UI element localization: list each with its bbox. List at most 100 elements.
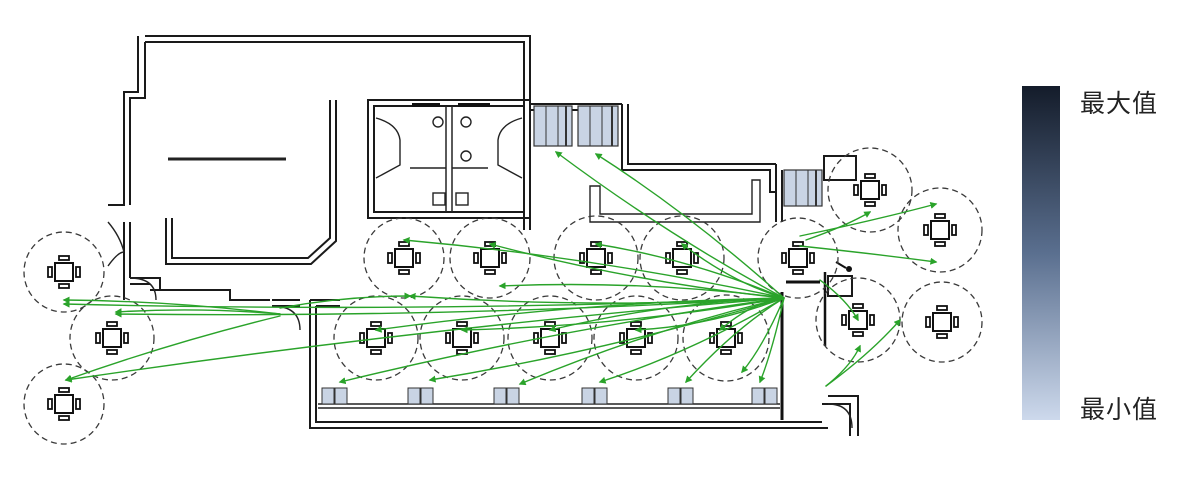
heat-circle: [901, 281, 983, 363]
booth-4: [581, 387, 608, 405]
stair-block-2: [577, 105, 619, 147]
movement-path: [554, 151, 785, 299]
chair: [106, 349, 118, 355]
legend-gradient-bar: [1022, 86, 1060, 420]
table-top: [480, 248, 500, 268]
chair: [58, 387, 70, 393]
chair: [47, 398, 53, 410]
chair: [58, 283, 70, 289]
movement-path: [338, 297, 785, 385]
table-top: [452, 328, 472, 348]
movement-path: [799, 245, 938, 265]
chair: [456, 321, 468, 327]
table-t-row1-4: [639, 215, 725, 301]
movement-path: [114, 308, 281, 316]
movement-path: [408, 292, 785, 304]
movement-path: [758, 297, 785, 384]
booth-2: [407, 387, 434, 405]
booth-3: [493, 387, 520, 405]
chair: [869, 314, 875, 326]
table-top: [716, 328, 736, 348]
movement-path: [279, 292, 412, 309]
chair: [693, 252, 699, 264]
chair: [720, 349, 732, 355]
stair-block-1: [533, 105, 573, 147]
movement-path: [799, 202, 938, 237]
movement-path: [594, 153, 785, 299]
chair: [473, 252, 479, 264]
chair: [619, 332, 625, 344]
movement-path: [685, 297, 785, 384]
movement-path: [825, 344, 861, 387]
chair: [630, 349, 642, 355]
movement-path: [805, 211, 872, 241]
legend-max-label: 最大值: [1080, 89, 1159, 118]
heat-circle: [682, 294, 770, 382]
chair: [934, 241, 946, 247]
chair: [58, 415, 70, 421]
movement-path: [741, 297, 785, 374]
movement-path: [428, 297, 785, 383]
building-walls: [107, 35, 859, 436]
heat-circle: [363, 217, 445, 299]
booth-seats: [321, 387, 778, 405]
heat-circle: [23, 231, 105, 313]
chair: [398, 269, 410, 275]
chair: [925, 316, 931, 328]
chair: [630, 321, 642, 327]
table-top: [102, 328, 122, 348]
table-t-left-2: [69, 295, 155, 381]
booth-5: [667, 387, 694, 405]
movement-path: [374, 297, 785, 333]
chair: [398, 241, 410, 247]
chair: [951, 224, 957, 236]
table-t-left-1: [23, 231, 105, 313]
chair: [123, 332, 129, 344]
chair: [75, 266, 81, 278]
movement-path: [402, 237, 785, 299]
heat-circle: [419, 295, 505, 381]
chair: [387, 252, 393, 264]
table-top: [788, 248, 808, 268]
movement-path: [594, 241, 785, 299]
chair: [737, 332, 743, 344]
chair: [881, 184, 887, 196]
chair: [781, 252, 787, 264]
heat-circle: [757, 217, 839, 299]
chair: [841, 314, 847, 326]
table-t-row1-3: [553, 215, 639, 301]
chair: [106, 321, 118, 327]
chair: [359, 332, 365, 344]
chair: [607, 252, 613, 264]
movement-path: [460, 297, 785, 334]
chair: [936, 333, 948, 339]
chair: [676, 269, 688, 275]
table-top: [54, 394, 74, 414]
chair: [484, 269, 496, 275]
movement-paths: [62, 151, 938, 387]
table-t-right-4: [901, 281, 983, 363]
table-t-row2-2: [419, 295, 505, 381]
chair: [370, 349, 382, 355]
heat-circle: [593, 295, 679, 381]
heat-circle: [639, 215, 725, 301]
movement-path: [64, 315, 281, 382]
movement-path: [598, 297, 785, 384]
chair: [647, 332, 653, 344]
booth-6: [751, 387, 778, 405]
chair: [864, 201, 876, 207]
heat-circle: [827, 147, 913, 233]
table-top: [848, 310, 868, 330]
chair: [501, 252, 507, 264]
table-top: [54, 262, 74, 282]
table-top: [860, 180, 880, 200]
table-t-right-1: [827, 147, 913, 233]
chair: [936, 305, 948, 311]
table-top: [394, 248, 414, 268]
chair: [792, 269, 804, 275]
chair: [853, 184, 859, 196]
chair: [473, 332, 479, 344]
movement-path: [634, 297, 785, 334]
chair: [923, 224, 929, 236]
